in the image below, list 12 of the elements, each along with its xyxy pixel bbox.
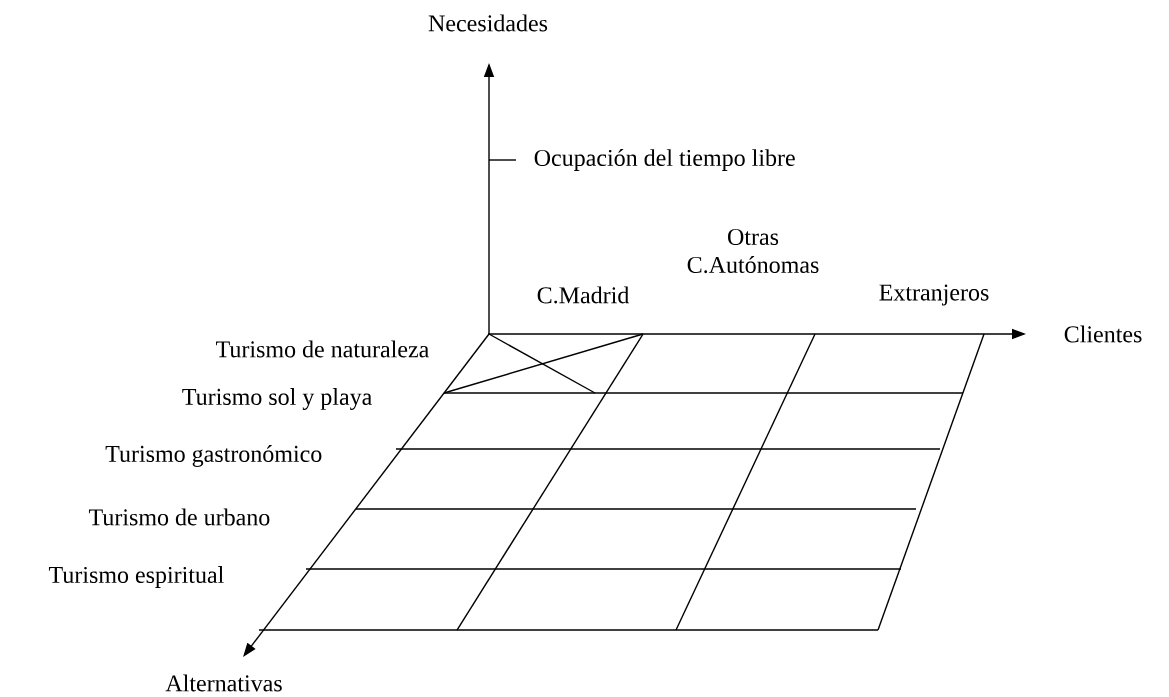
- axis-label: Necesidades: [428, 14, 548, 32]
- row-label: Turismo de naturaleza: [216, 340, 429, 358]
- row-label: Turismo sol y playa: [182, 388, 372, 410]
- row-label: Turismo espiritual: [48, 566, 224, 588]
- row-label: Turismo de urbano: [88, 508, 270, 526]
- column-label: C.Madrid: [537, 286, 630, 304]
- column-label: Otras C.Autónomas: [687, 228, 819, 274]
- row-label: Turismo gastronómico: [105, 445, 322, 467]
- tick-label: Ocupación del tiempo libre: [534, 149, 795, 171]
- axis-label: Clientes: [1064, 325, 1142, 343]
- column-label: Extranjeros: [879, 284, 989, 306]
- axis-label: Alternativas: [165, 674, 282, 692]
